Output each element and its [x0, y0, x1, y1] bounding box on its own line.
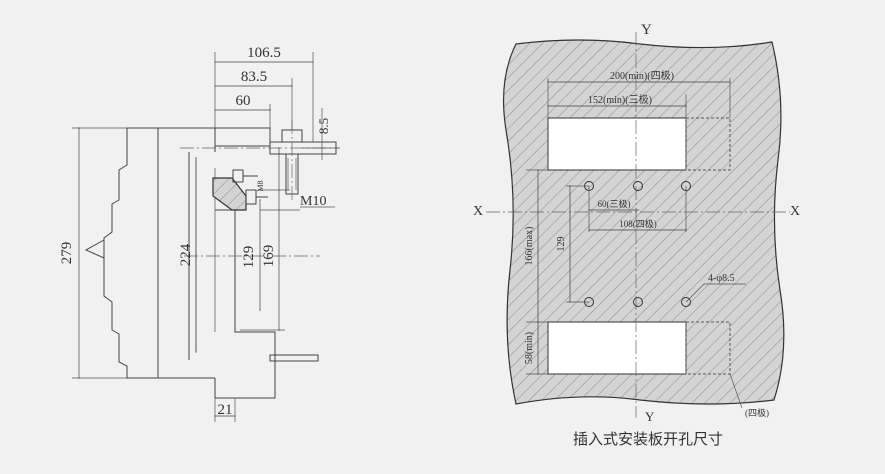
- dim-108-four-pole: 108(四极): [619, 218, 657, 229]
- panel-cutout-view: Y Y X X 200(min)(四极) 152(min)(三极) 60(三极)…: [473, 22, 800, 448]
- mounting-holes: [584, 181, 691, 307]
- mounting-hole: [633, 181, 643, 191]
- dim-60: 60: [236, 93, 251, 109]
- dim-279: 279: [59, 242, 75, 265]
- dim-60-three-pole: 60(三极): [598, 198, 631, 209]
- cutout-extension-lines: [526, 78, 731, 375]
- dim-152-three-pole: 152(min)(三极): [588, 93, 652, 106]
- four-pole-leader: [729, 373, 743, 409]
- axis-y-top: Y: [641, 22, 652, 38]
- upper-slot: [547, 117, 687, 171]
- upper-slot-four-pole-extension: [685, 117, 731, 171]
- dim-8-5: 8.5: [316, 118, 331, 134]
- dim-m10: M10: [300, 194, 326, 209]
- lower-slot: [547, 321, 687, 375]
- axis-y-bottom: Y: [645, 409, 655, 424]
- dim-129-side: 129: [241, 246, 257, 269]
- lower-slot-four-pole-extension: [685, 321, 731, 375]
- dim-106-5: 106.5: [247, 45, 281, 61]
- dim-166-max: 166(max): [524, 227, 535, 266]
- hole-callout: 4-φ8.5: [708, 273, 735, 284]
- dim-224: 224: [178, 243, 194, 266]
- terminal-assembly: [212, 129, 337, 211]
- breaker-body: [84, 127, 319, 399]
- cutout-caption: 插入式安装板开孔尺寸: [573, 430, 723, 448]
- dim-169: 169: [261, 245, 277, 268]
- dim-83-5: 83.5: [241, 69, 267, 85]
- side-view: 106.5 83.5 60 8.5 279 224 129 169 21 M10…: [59, 45, 340, 422]
- dim-200-four-pole: 200(min)(四极): [610, 69, 674, 82]
- four-pole-note: (四极): [745, 407, 769, 418]
- mounting-hole: [633, 297, 643, 307]
- axis-x-left: X: [473, 204, 483, 219]
- mounting-hole: [681, 297, 691, 307]
- dim-m8: M8: [256, 180, 265, 191]
- extension-lines: [72, 52, 340, 422]
- dim-58-min: 58(min): [524, 332, 535, 364]
- hole-leader: [685, 283, 705, 303]
- axis-x-right: X: [790, 204, 800, 219]
- dim-129-cutout: 129: [556, 237, 567, 252]
- dim-21: 21: [218, 402, 233, 418]
